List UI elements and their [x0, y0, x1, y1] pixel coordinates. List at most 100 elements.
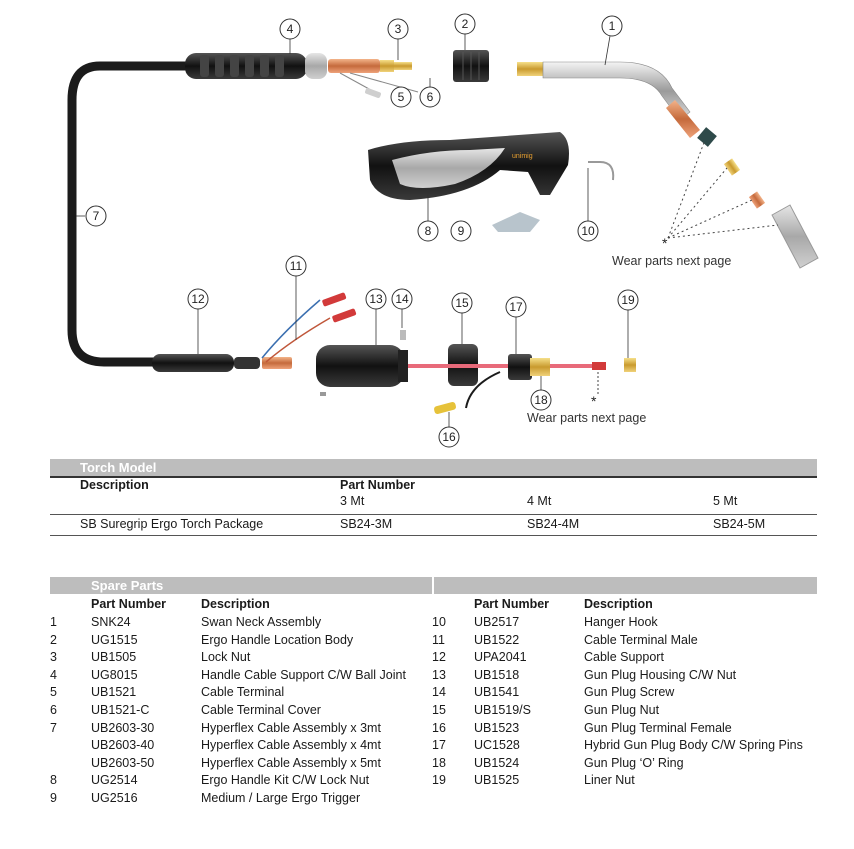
svg-text:4: 4 — [287, 22, 294, 36]
hyperflex-cable — [67, 61, 195, 367]
spare-right-row-desc: Gun Plug Housing C/W Nut — [584, 667, 737, 682]
spare-right-col-part: Part Number — [474, 597, 550, 611]
callout-17: 17 — [505, 296, 527, 318]
spare-right-row-desc: Cable Support — [584, 650, 664, 665]
spare-left-col-part: Part Number — [91, 597, 167, 611]
spare-left-row-part: UB1521 — [91, 685, 137, 700]
spare-left-row-num: 8 — [50, 773, 57, 788]
callout-3: 3 — [387, 18, 409, 40]
wear-star-1: * — [662, 235, 668, 251]
spare-left-row-num: 5 — [50, 685, 57, 700]
spare-left-row-part: UB1505 — [91, 650, 137, 665]
spare-right-row-part: UB1522 — [474, 632, 520, 647]
spare-right-row-desc: Cable Terminal Male — [584, 632, 698, 647]
wear-parts-note-1: Wear parts next page — [612, 254, 732, 268]
spare-right-row-num: 13 — [432, 667, 446, 682]
callout-1: 1 — [601, 15, 623, 37]
spare-right-row-desc: Hanger Hook — [584, 615, 658, 629]
callout-12: 12 — [187, 288, 209, 310]
spare-right-row-part: UC1528 — [474, 738, 520, 753]
svg-text:3: 3 — [395, 22, 402, 36]
callout-19: 19 — [617, 289, 639, 311]
callout-15: 15 — [451, 292, 473, 314]
spare-left-row-desc: Ergo Handle Kit C/W Lock Nut — [201, 773, 370, 788]
spare-parts-title: Spare Parts — [91, 578, 164, 593]
spare-right-row-part: UB1541 — [474, 685, 520, 700]
svg-text:13: 13 — [369, 292, 383, 306]
wear-star-2: * — [591, 393, 597, 409]
spare-left-row-part: UB2603-30 — [91, 720, 155, 735]
svg-text:16: 16 — [442, 430, 456, 444]
torch-model-band: Torch Model — [50, 459, 817, 476]
svg-text:11: 11 — [290, 259, 303, 273]
spare-left-row-desc: Cable Terminal Cover — [201, 703, 321, 717]
svg-text:5: 5 — [398, 90, 405, 104]
spare-left-col-desc: Description — [201, 597, 270, 611]
torch-model-mid-rule — [50, 514, 817, 515]
spare-left-row-desc: Lock Nut — [201, 650, 251, 665]
spare-left-row-part: UB2603-50 — [91, 755, 155, 770]
callout-6: 6 — [419, 86, 441, 108]
torch-row-p3: SB24-3M — [340, 517, 393, 531]
callout-18: 18 — [530, 389, 552, 411]
callout-16: 16 — [438, 426, 460, 448]
spare-right-row-num: 11 — [432, 632, 445, 647]
spare-left-row-part: SNK24 — [91, 615, 131, 629]
spare-right-col-desc: Description — [584, 597, 653, 611]
spare-right-row-part: UB1524 — [474, 755, 520, 770]
spare-left-row-part: UG1515 — [91, 632, 138, 647]
svg-text:18: 18 — [534, 393, 548, 407]
spare-left-row-part: UG8015 — [91, 667, 138, 682]
callout-14: 14 — [391, 288, 413, 310]
spare-right-row-num: 19 — [432, 773, 446, 788]
svg-text:15: 15 — [455, 296, 469, 310]
svg-text:1: 1 — [609, 19, 616, 33]
spare-left-row-part: UG2514 — [91, 773, 138, 788]
spare-left-row-part: UB1521-C — [91, 703, 150, 717]
torch-len-3: 3 Mt — [340, 494, 365, 508]
spare-left-row-num: 2 — [50, 632, 57, 647]
spare-right-row-desc: Gun Plug Screw — [584, 685, 675, 700]
callout-4: 4 — [279, 18, 301, 40]
callout-8: 8 — [417, 220, 439, 242]
spare-right-row-part: UB1519/S — [474, 703, 531, 717]
spare-right-row-num: 15 — [432, 703, 446, 717]
spare-right-row-part: UB1518 — [474, 667, 520, 682]
torch-len-5: 5 Mt — [713, 494, 738, 508]
torch-len-4: 4 Mt — [527, 494, 552, 508]
spare-left-row-num: 6 — [50, 703, 57, 717]
spare-left-row-desc: Handle Cable Support C/W Ball Joint — [201, 667, 406, 682]
spare-right-row-desc: Gun Plug Terminal Female — [584, 720, 732, 735]
svg-text:7: 7 — [93, 209, 100, 223]
spare-right-row-num: 14 — [432, 685, 446, 700]
svg-text:6: 6 — [427, 90, 434, 104]
spare-left-row-num: 4 — [50, 667, 57, 682]
spare-left-row-desc: Hyperflex Cable Assembly x 4mt — [201, 738, 381, 753]
callout-5: 5 — [390, 86, 412, 108]
spare-left-row-desc: Medium / Large Ergo Trigger — [201, 791, 361, 805]
spare-left-row-desc: Hyperflex Cable Assembly x 3mt — [201, 720, 381, 735]
spare-left-row-part: UB2603-40 — [91, 738, 155, 753]
exploded-torch-diagram: unimig 1 2 — [67, 13, 819, 448]
torch-row-p5: SB24-5M — [713, 517, 766, 531]
callout-markers: 1 2 3 4 5 6 7 8 9 10 11 12 13 14 15 17 1… — [85, 13, 639, 448]
torch-row-p4: SB24-4M — [527, 517, 580, 531]
callout-9: 9 — [450, 220, 472, 242]
svg-text:9: 9 — [458, 224, 465, 238]
spare-left-row-num: 9 — [50, 791, 57, 805]
callout-11: 11 — [285, 255, 307, 277]
spare-right-row-num: 17 — [432, 738, 446, 753]
torch-row-description: SB Suregrip Ergo Torch Package — [80, 517, 264, 531]
spare-right-row-desc: Gun Plug Nut — [584, 703, 660, 717]
ergo-handle: unimig — [368, 132, 569, 200]
callout-13: 13 — [365, 288, 387, 310]
handle-cable-support — [185, 53, 327, 79]
spare-left-row-desc: Swan Neck Assembly — [201, 615, 322, 629]
spare-right-row-num: 16 — [432, 720, 446, 735]
spare-left-row-desc: Ergo Handle Location Body — [201, 632, 354, 647]
svg-text:8: 8 — [425, 224, 432, 238]
svg-text:12: 12 — [191, 292, 205, 306]
spare-right-row-part: UB2517 — [474, 615, 520, 629]
spare-right-row-num: 10 — [432, 615, 446, 629]
svg-text:14: 14 — [395, 292, 409, 306]
